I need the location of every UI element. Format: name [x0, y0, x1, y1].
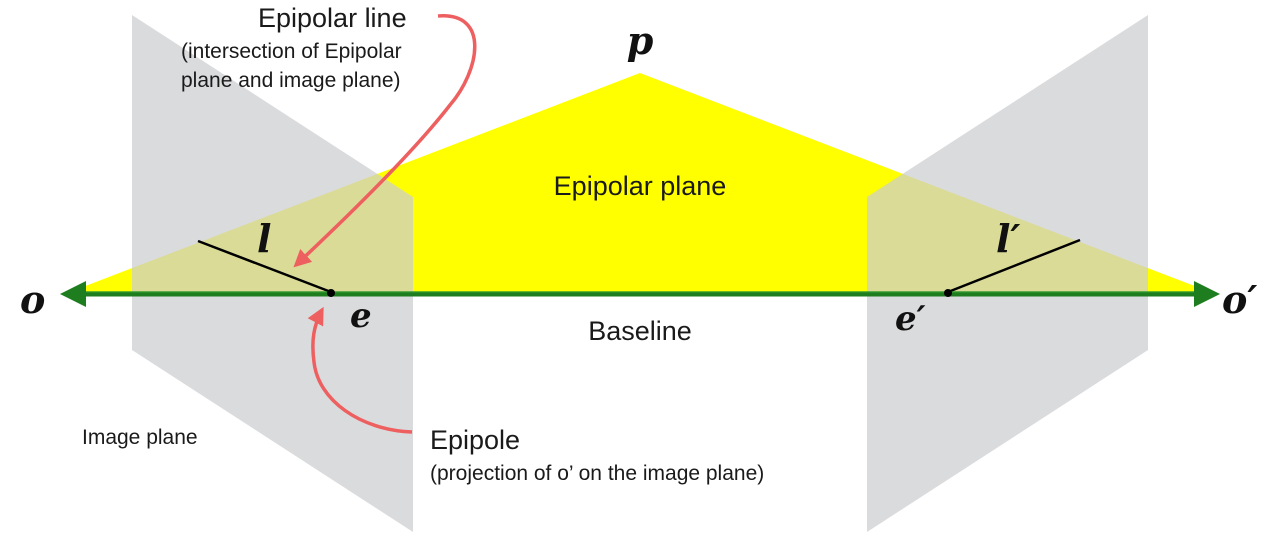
label-o-prime: o′ [1222, 277, 1257, 322]
epipolar-line-title: Epipolar line [258, 3, 407, 33]
baseline-arrowhead-right [1194, 281, 1220, 307]
epipolar-line-annotation-arrow [293, 14, 477, 268]
epipolar-line-l-prime [947, 238, 1081, 294]
baseline-arrowhead-left [60, 281, 86, 307]
label-p: p [627, 18, 654, 63]
epipolar-line-l [197, 239, 332, 294]
epipole-e-prime-point [944, 289, 952, 297]
epipole-title: Epipole [430, 425, 520, 455]
label-e: e [350, 296, 372, 336]
epipole-description: (projection of o’ on the image plane) [430, 462, 764, 485]
label-e-prime: e′ [895, 299, 926, 339]
epipole-e-point [327, 289, 335, 297]
epipolar-line-description-2: plane and image plane) [181, 69, 401, 92]
epipolar-line-description-1: (intersection of Epipolar [181, 40, 402, 63]
label-l-prime: l′ [996, 216, 1020, 261]
left-image-plane [132, 15, 413, 532]
baseline-arrow [60, 281, 1220, 307]
image-plane-label: Image plane [82, 426, 198, 449]
baseline-label: Baseline [588, 316, 692, 346]
epipole-annotation-arrow [307, 306, 413, 434]
epipolar-plane-label: Epipolar plane [554, 171, 727, 201]
right-image-plane [867, 15, 1148, 532]
label-o: o [20, 277, 45, 322]
label-l: l [257, 216, 271, 261]
